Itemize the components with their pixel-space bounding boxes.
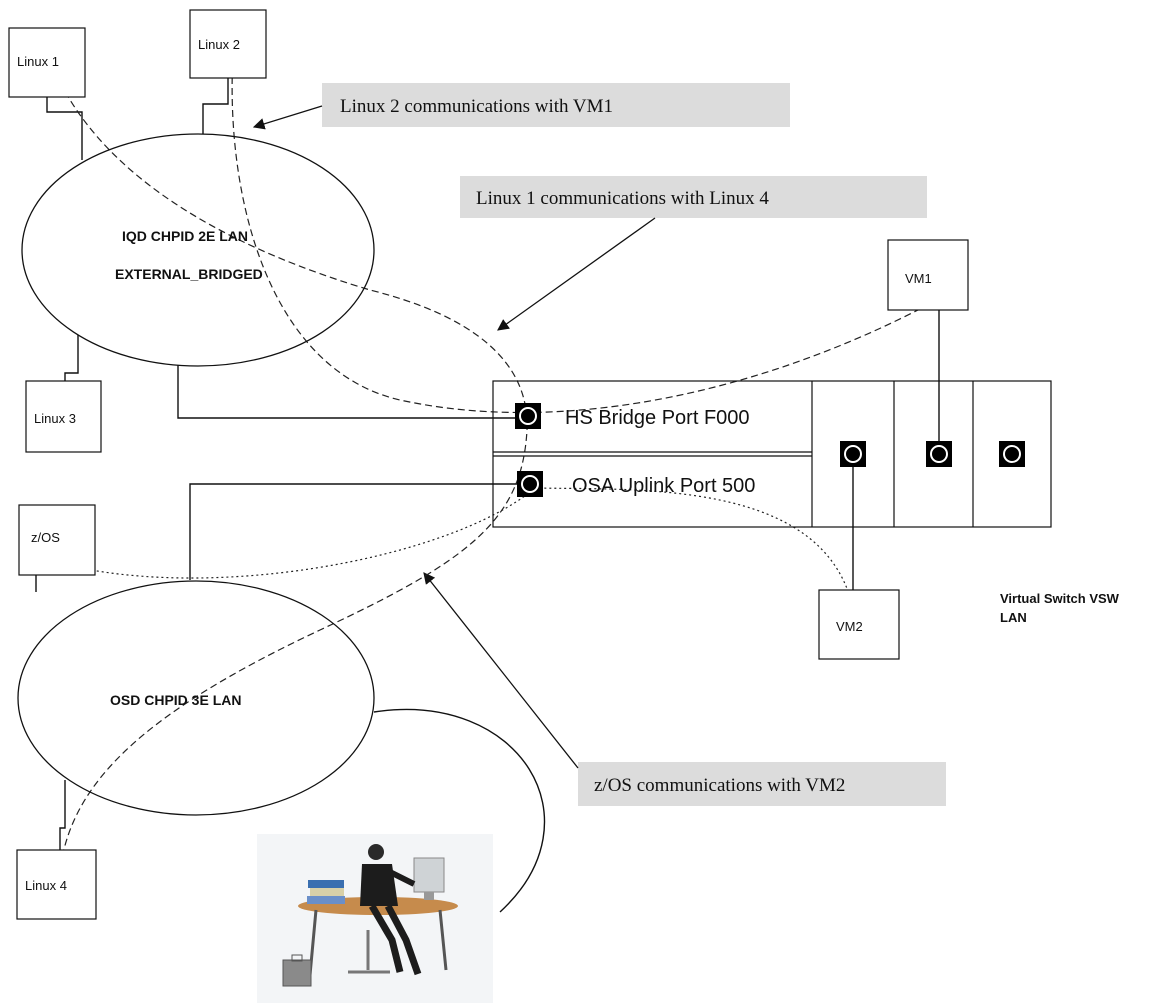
wire-linux1 [46, 97, 83, 160]
node-vm1: VM1 [887, 239, 969, 311]
callout-linux2-vm1: Linux 2 communications with VM1 [322, 83, 790, 127]
callout-arrow-2 [497, 217, 656, 331]
node-zos: z/OS [18, 504, 96, 576]
node-linux3: Linux 3 [25, 380, 102, 453]
hs-bridge-port-label: HS Bridge Port F000 [565, 407, 750, 429]
callout-zos-vm2: z/OS communications with VM2 [578, 762, 946, 806]
node-linux3-label: Linux 3 [34, 411, 76, 426]
iqd-lan-label-1: IQD CHPID 2E LAN [122, 228, 248, 244]
node-linux1: Linux 1 [8, 27, 86, 98]
node-linux4-label: Linux 4 [25, 878, 67, 893]
port-osa-uplink [517, 471, 543, 497]
node-linux2: Linux 2 [189, 9, 267, 79]
callout-linux2-vm1-text: Linux 2 communications with VM1 [340, 96, 613, 117]
port-vm2 [840, 441, 866, 467]
callout-linux1-linux4: Linux 1 communications with Linux 4 [460, 176, 927, 218]
osd-lan-ellipse [17, 580, 375, 816]
port-hs-bridge [515, 403, 541, 429]
virtual-switch [492, 380, 1052, 528]
node-linux4: Linux 4 [16, 849, 97, 920]
callout-linux1-linux4-text: Linux 1 communications with Linux 4 [476, 188, 769, 209]
wire-person [373, 708, 545, 913]
path-zos-vm2 [47, 487, 855, 606]
node-zos-label: z/OS [31, 530, 60, 545]
callout-arrow-3 [423, 572, 579, 769]
osd-lan-label: OSD CHPID 3E LAN [110, 692, 241, 708]
path-linux1-linux4 [55, 81, 528, 874]
callout-zos-vm2-text: z/OS communications with VM2 [594, 775, 845, 796]
vswitch-label-2: LAN [1000, 610, 1027, 625]
node-vm1-label: VM1 [905, 271, 932, 286]
node-vm2-label: VM2 [836, 619, 863, 634]
wire-linux2 [202, 78, 229, 134]
vswitch-label-1: Virtual Switch VSW [1000, 591, 1120, 606]
person-at-desk-icon [257, 834, 493, 1003]
port-spare [999, 441, 1025, 467]
osa-uplink-port-label: OSA Uplink Port 500 [572, 475, 755, 497]
path-linux2-vm1 [231, 54, 938, 414]
node-linux2-label: Linux 2 [198, 37, 240, 52]
wire-osd-uplink [189, 483, 517, 580]
node-vm2: VM2 [818, 589, 900, 660]
wire-linux3 [64, 335, 79, 381]
wire-linux4 [59, 780, 66, 850]
port-vm1 [926, 441, 952, 467]
iqd-lan-ellipse [21, 133, 375, 367]
iqd-lan-label-2: EXTERNAL_BRIDGED [115, 266, 263, 282]
node-linux1-label: Linux 1 [17, 54, 59, 69]
wire-iqd-bridge [177, 365, 515, 419]
callout-arrow-1 [252, 105, 323, 130]
